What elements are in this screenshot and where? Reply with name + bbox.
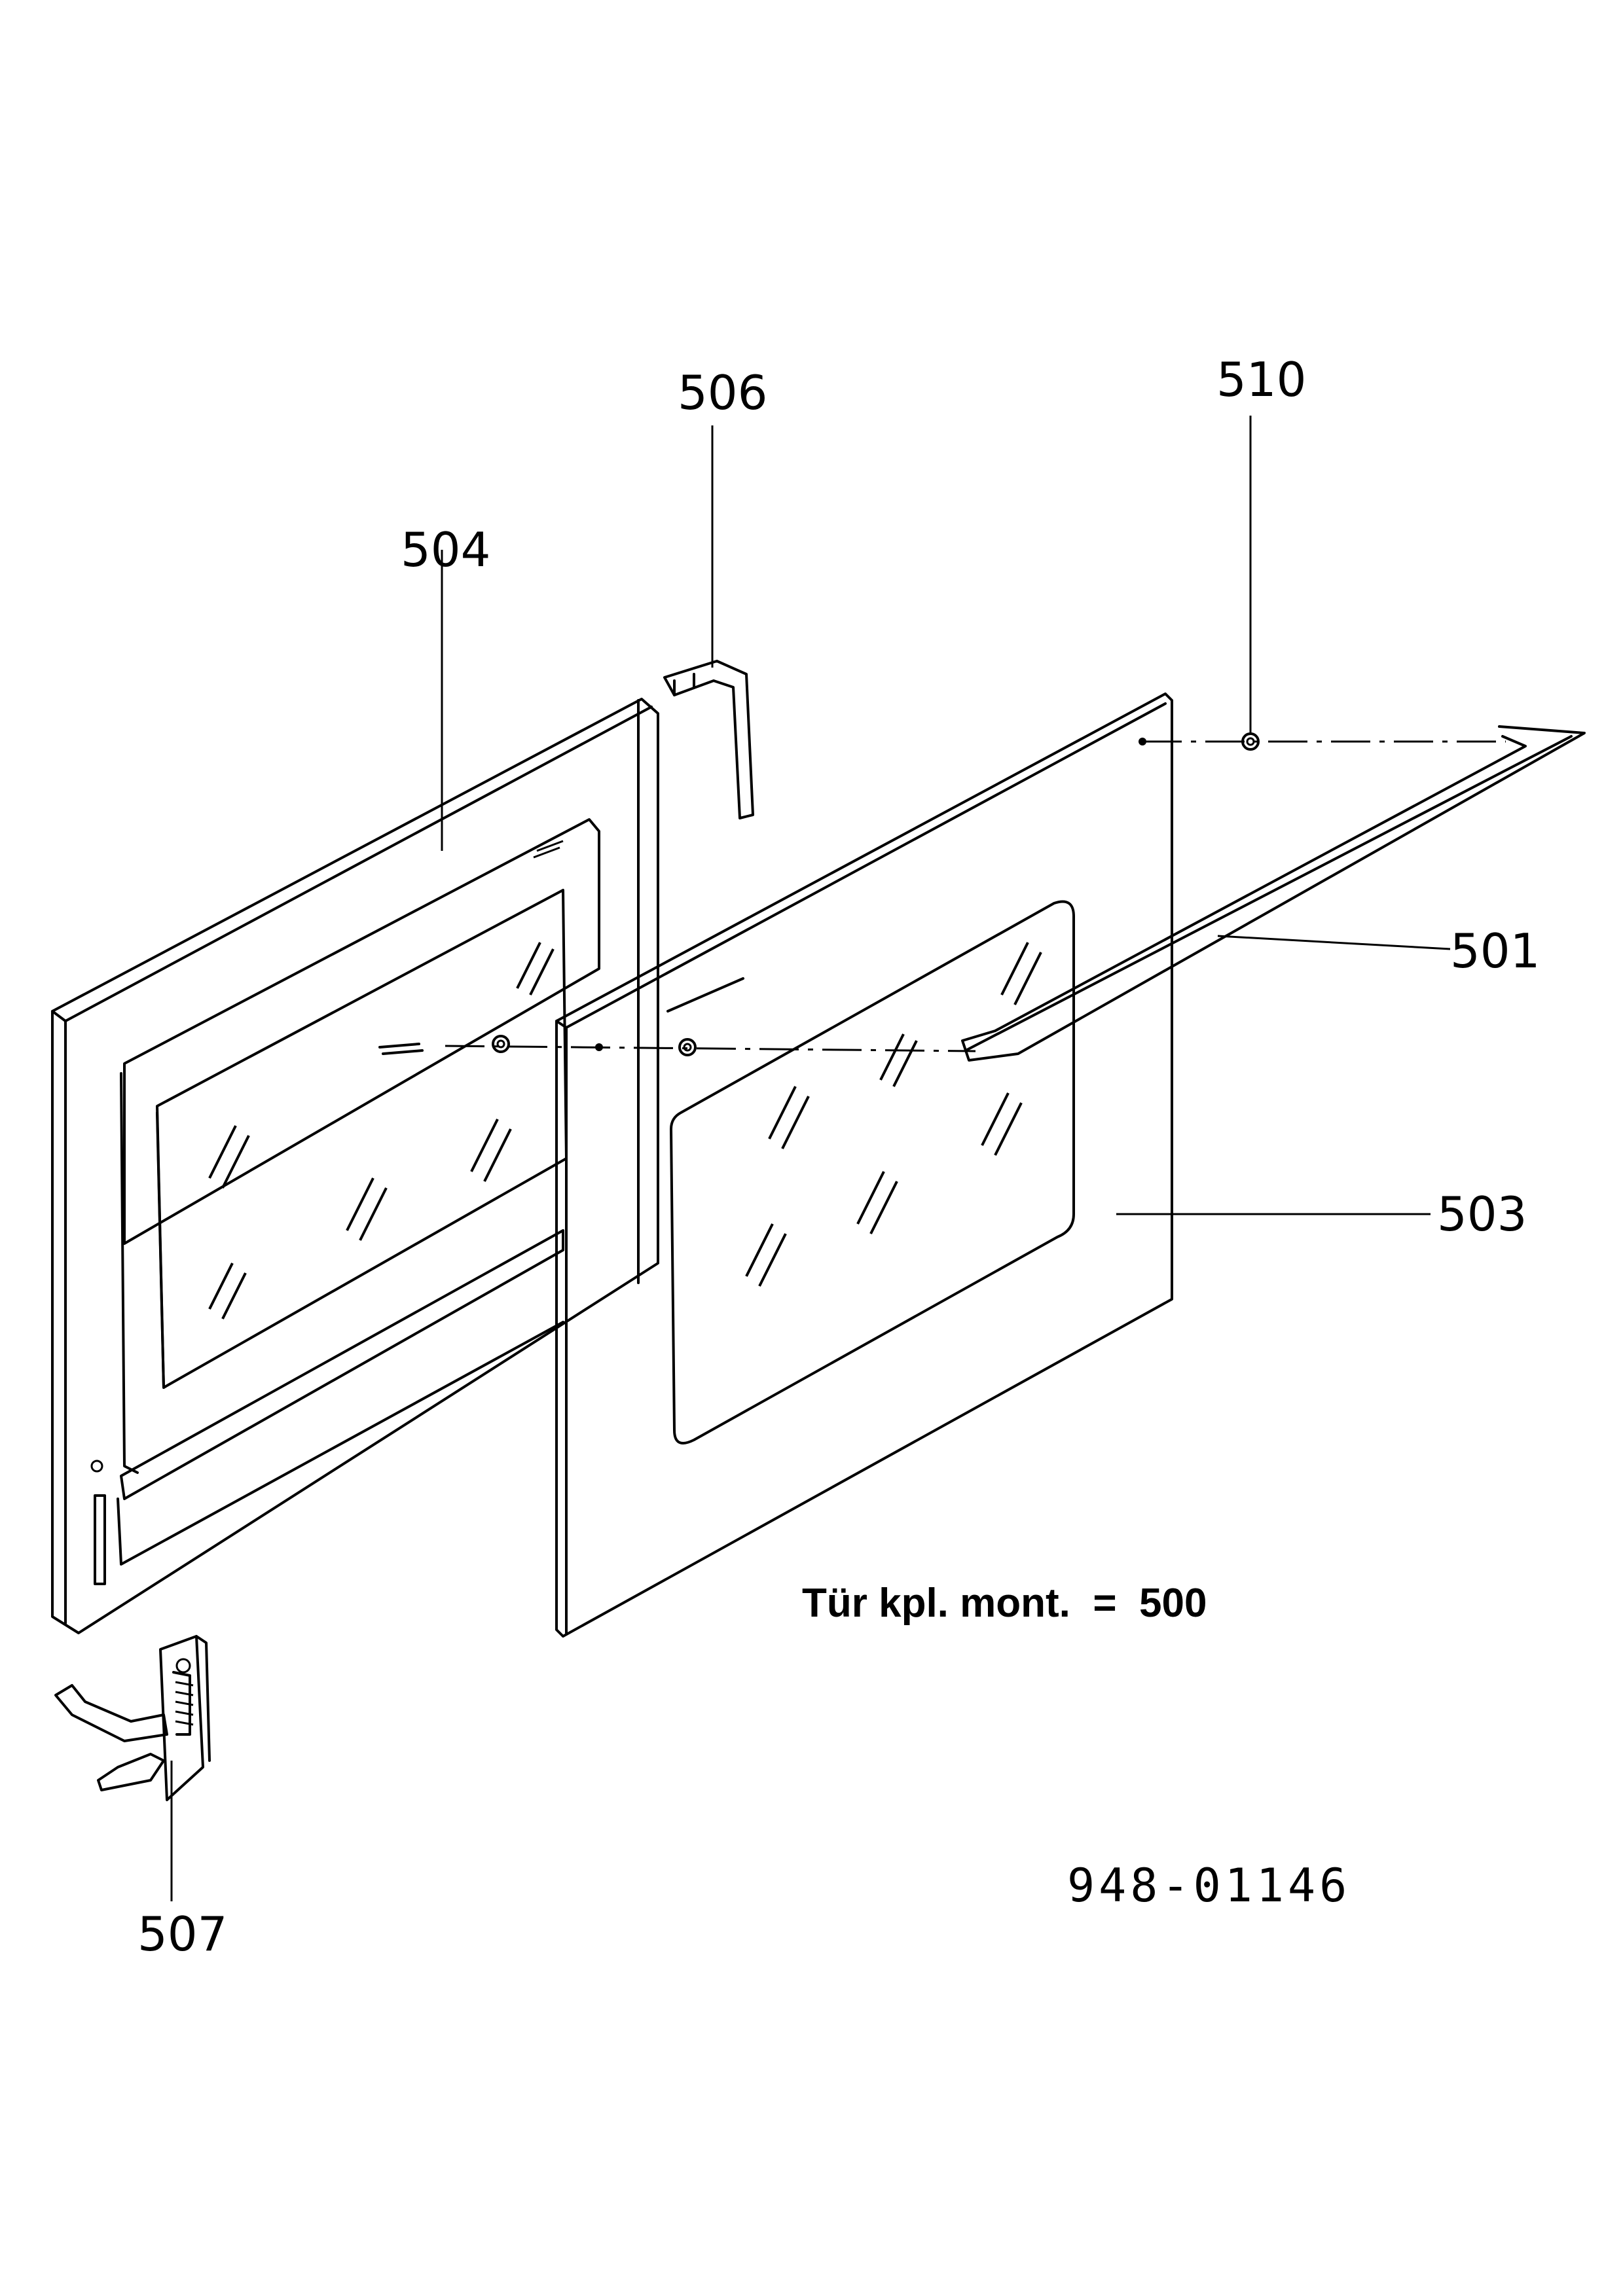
hinge-507: [54, 1635, 211, 1801]
callout-510: 510: [1216, 352, 1306, 407]
leader-lines: [170, 416, 1451, 1901]
callout-503: 503: [1437, 1187, 1527, 1242]
assembly-note: Tür kpl. mont. = 500: [802, 1581, 1207, 1626]
bracket-rod-501: [961, 725, 1586, 1062]
callout-506: 506: [678, 365, 767, 420]
document-number: 948-01146: [1067, 1859, 1351, 1912]
outer-door-panel-503: [555, 692, 1173, 1638]
assembly-lines: [445, 738, 1506, 1052]
callout-507: 507: [137, 1907, 227, 1962]
callout-501: 501: [1450, 924, 1540, 978]
callout-504: 504: [401, 522, 490, 577]
inner-door-frame-504: [51, 698, 659, 1634]
corner-seal-506: [663, 660, 754, 819]
